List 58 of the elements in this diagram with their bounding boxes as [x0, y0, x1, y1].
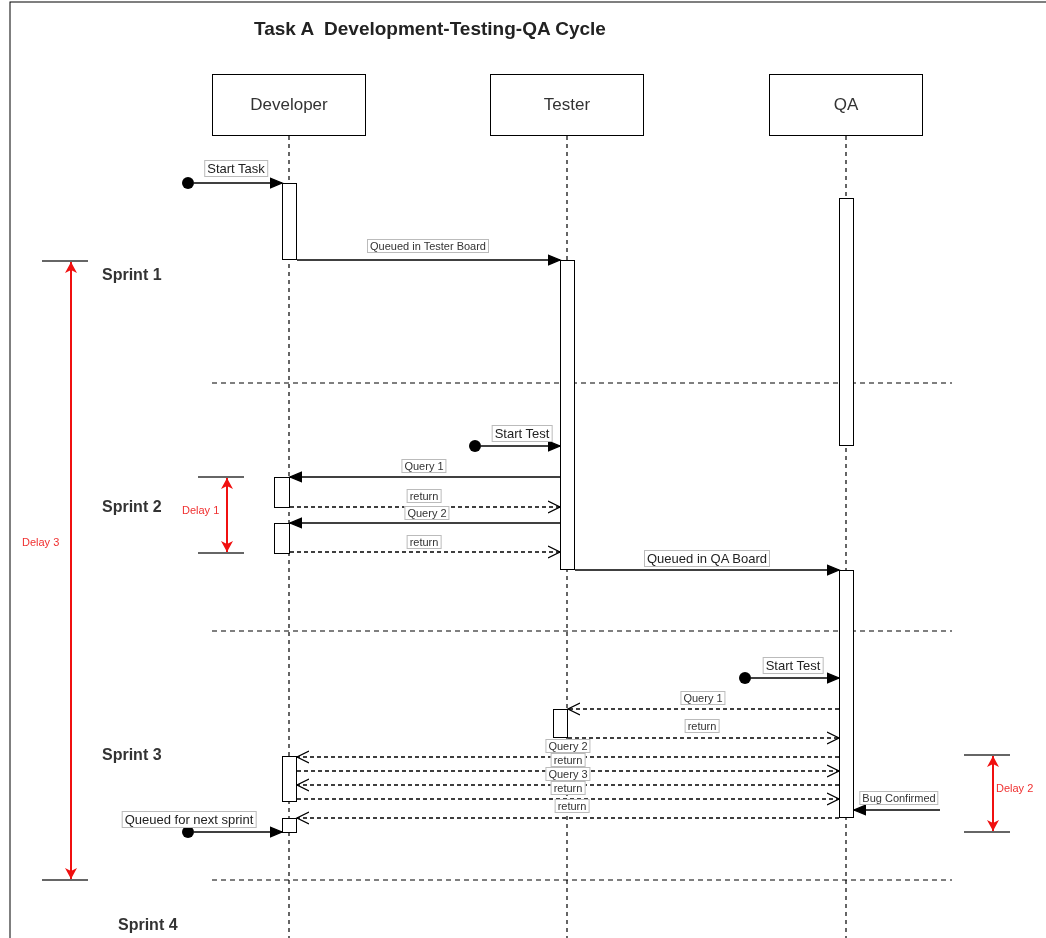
diagram-title: Task A Development-Testing-QA Cycle — [254, 18, 606, 40]
message-arrow — [289, 471, 561, 483]
participant-box: Tester — [490, 74, 644, 136]
message-arrow — [289, 517, 561, 529]
edge-label: Queued in Tester Board — [367, 239, 489, 253]
edge-label: Queued for next sprint — [121, 811, 257, 828]
message-arrow — [193, 177, 283, 189]
message-arrow — [567, 702, 840, 716]
start-dot — [182, 177, 194, 189]
message-arrow — [574, 564, 840, 576]
sprint-label: Sprint 4 — [118, 916, 178, 934]
edge-label: return — [406, 489, 442, 503]
sprint-label: Sprint 2 — [102, 498, 162, 516]
activation-bar — [274, 523, 290, 554]
message-arrow — [853, 804, 941, 816]
delay-label: Delay 1 — [182, 504, 220, 516]
sprint-label: Sprint 1 — [102, 266, 162, 284]
sprint-label: Sprint 3 — [102, 746, 162, 764]
edge-label: Start Test — [762, 657, 824, 674]
edge-label: return — [550, 781, 586, 795]
activation-bar — [282, 818, 297, 833]
start-dot — [739, 672, 751, 684]
edge-label: Start Test — [491, 425, 553, 442]
activation-bar — [282, 183, 297, 260]
edge-label: return — [684, 719, 720, 733]
participant-box: Developer — [212, 74, 366, 136]
activation-bar — [274, 477, 290, 508]
edge-label: Query 3 — [545, 767, 591, 781]
message-arrow — [750, 672, 840, 684]
message-arrow — [296, 764, 840, 778]
edge-label: return — [550, 753, 586, 767]
edge-label: Queued in QA Board — [644, 550, 770, 567]
message-arrow — [193, 826, 283, 838]
activation-bar — [560, 260, 575, 570]
activation-bar — [553, 709, 568, 738]
message-arrow — [296, 254, 561, 266]
message-arrow — [567, 731, 840, 745]
message-arrow — [296, 778, 840, 792]
edge-label: return — [406, 535, 442, 549]
edge-label: return — [554, 799, 590, 813]
edge-label: Start Task — [204, 160, 268, 177]
edge-label: Query 2 — [404, 506, 450, 520]
delay-label: Delay 3 — [22, 536, 60, 548]
message-arrow — [480, 440, 561, 452]
edge-label: Query 2 — [545, 739, 591, 753]
start-dot — [469, 440, 481, 452]
edge-label: Bug Confirmed — [859, 791, 939, 805]
participant-box: QA — [769, 74, 923, 136]
edge-label: Query 1 — [680, 691, 726, 705]
activation-bar — [282, 756, 297, 802]
delay-label: Delay 2 — [996, 782, 1034, 794]
edge-label: Query 1 — [401, 459, 447, 473]
activation-bar — [839, 198, 854, 446]
message-arrow — [296, 750, 840, 764]
message-arrow — [296, 792, 840, 806]
message-arrow — [296, 811, 840, 825]
message-arrow — [289, 545, 561, 559]
activation-bar — [839, 570, 854, 818]
